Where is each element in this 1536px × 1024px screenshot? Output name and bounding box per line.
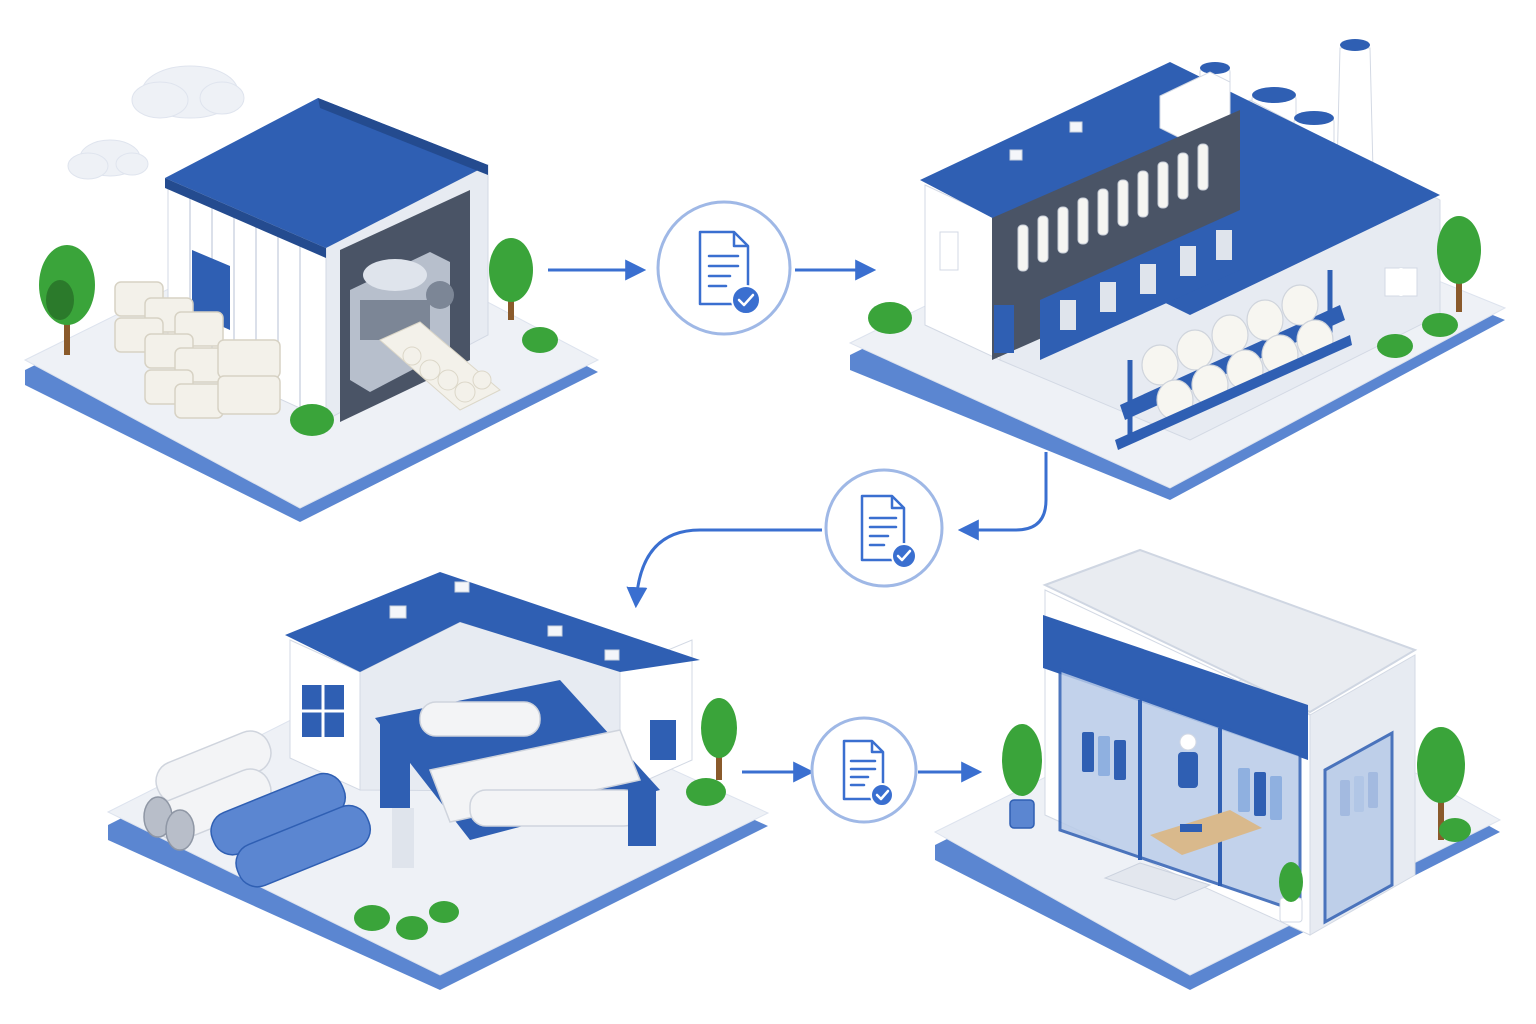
cloud-icon <box>131 65 245 119</box>
bush-icon <box>290 327 558 436</box>
tree-icon <box>39 245 95 355</box>
bush-icon <box>868 302 1458 358</box>
tree-icon <box>1437 216 1481 312</box>
mannequin <box>1178 733 1198 788</box>
cotton-bales <box>114 281 281 419</box>
potted-plant-icon <box>1002 724 1042 829</box>
yarn-rack <box>1115 270 1352 450</box>
fabric-rolls <box>143 730 372 888</box>
spinning-machines <box>1040 210 1240 360</box>
cloud-icon <box>67 139 149 180</box>
cotton-warehouse-icon <box>23 98 600 522</box>
tree-icon <box>489 238 533 320</box>
weaving-factory-icon <box>106 572 770 990</box>
tree-icon <box>1417 727 1471 842</box>
loom-machine <box>375 680 660 868</box>
spinning-mill-icon <box>848 39 1507 500</box>
spindles <box>1017 143 1209 272</box>
window-icon <box>650 720 676 760</box>
verified-document-icon <box>824 468 944 588</box>
verified-document-icon <box>656 200 792 336</box>
connector-mill-to-weaving <box>626 452 1048 609</box>
bush-icon <box>354 778 726 940</box>
potted-plant-icon <box>1279 862 1303 923</box>
window-icon <box>302 685 344 737</box>
verified-document-icon <box>810 716 918 824</box>
clothing-store-icon <box>933 548 1502 990</box>
tree-icon <box>701 698 737 780</box>
